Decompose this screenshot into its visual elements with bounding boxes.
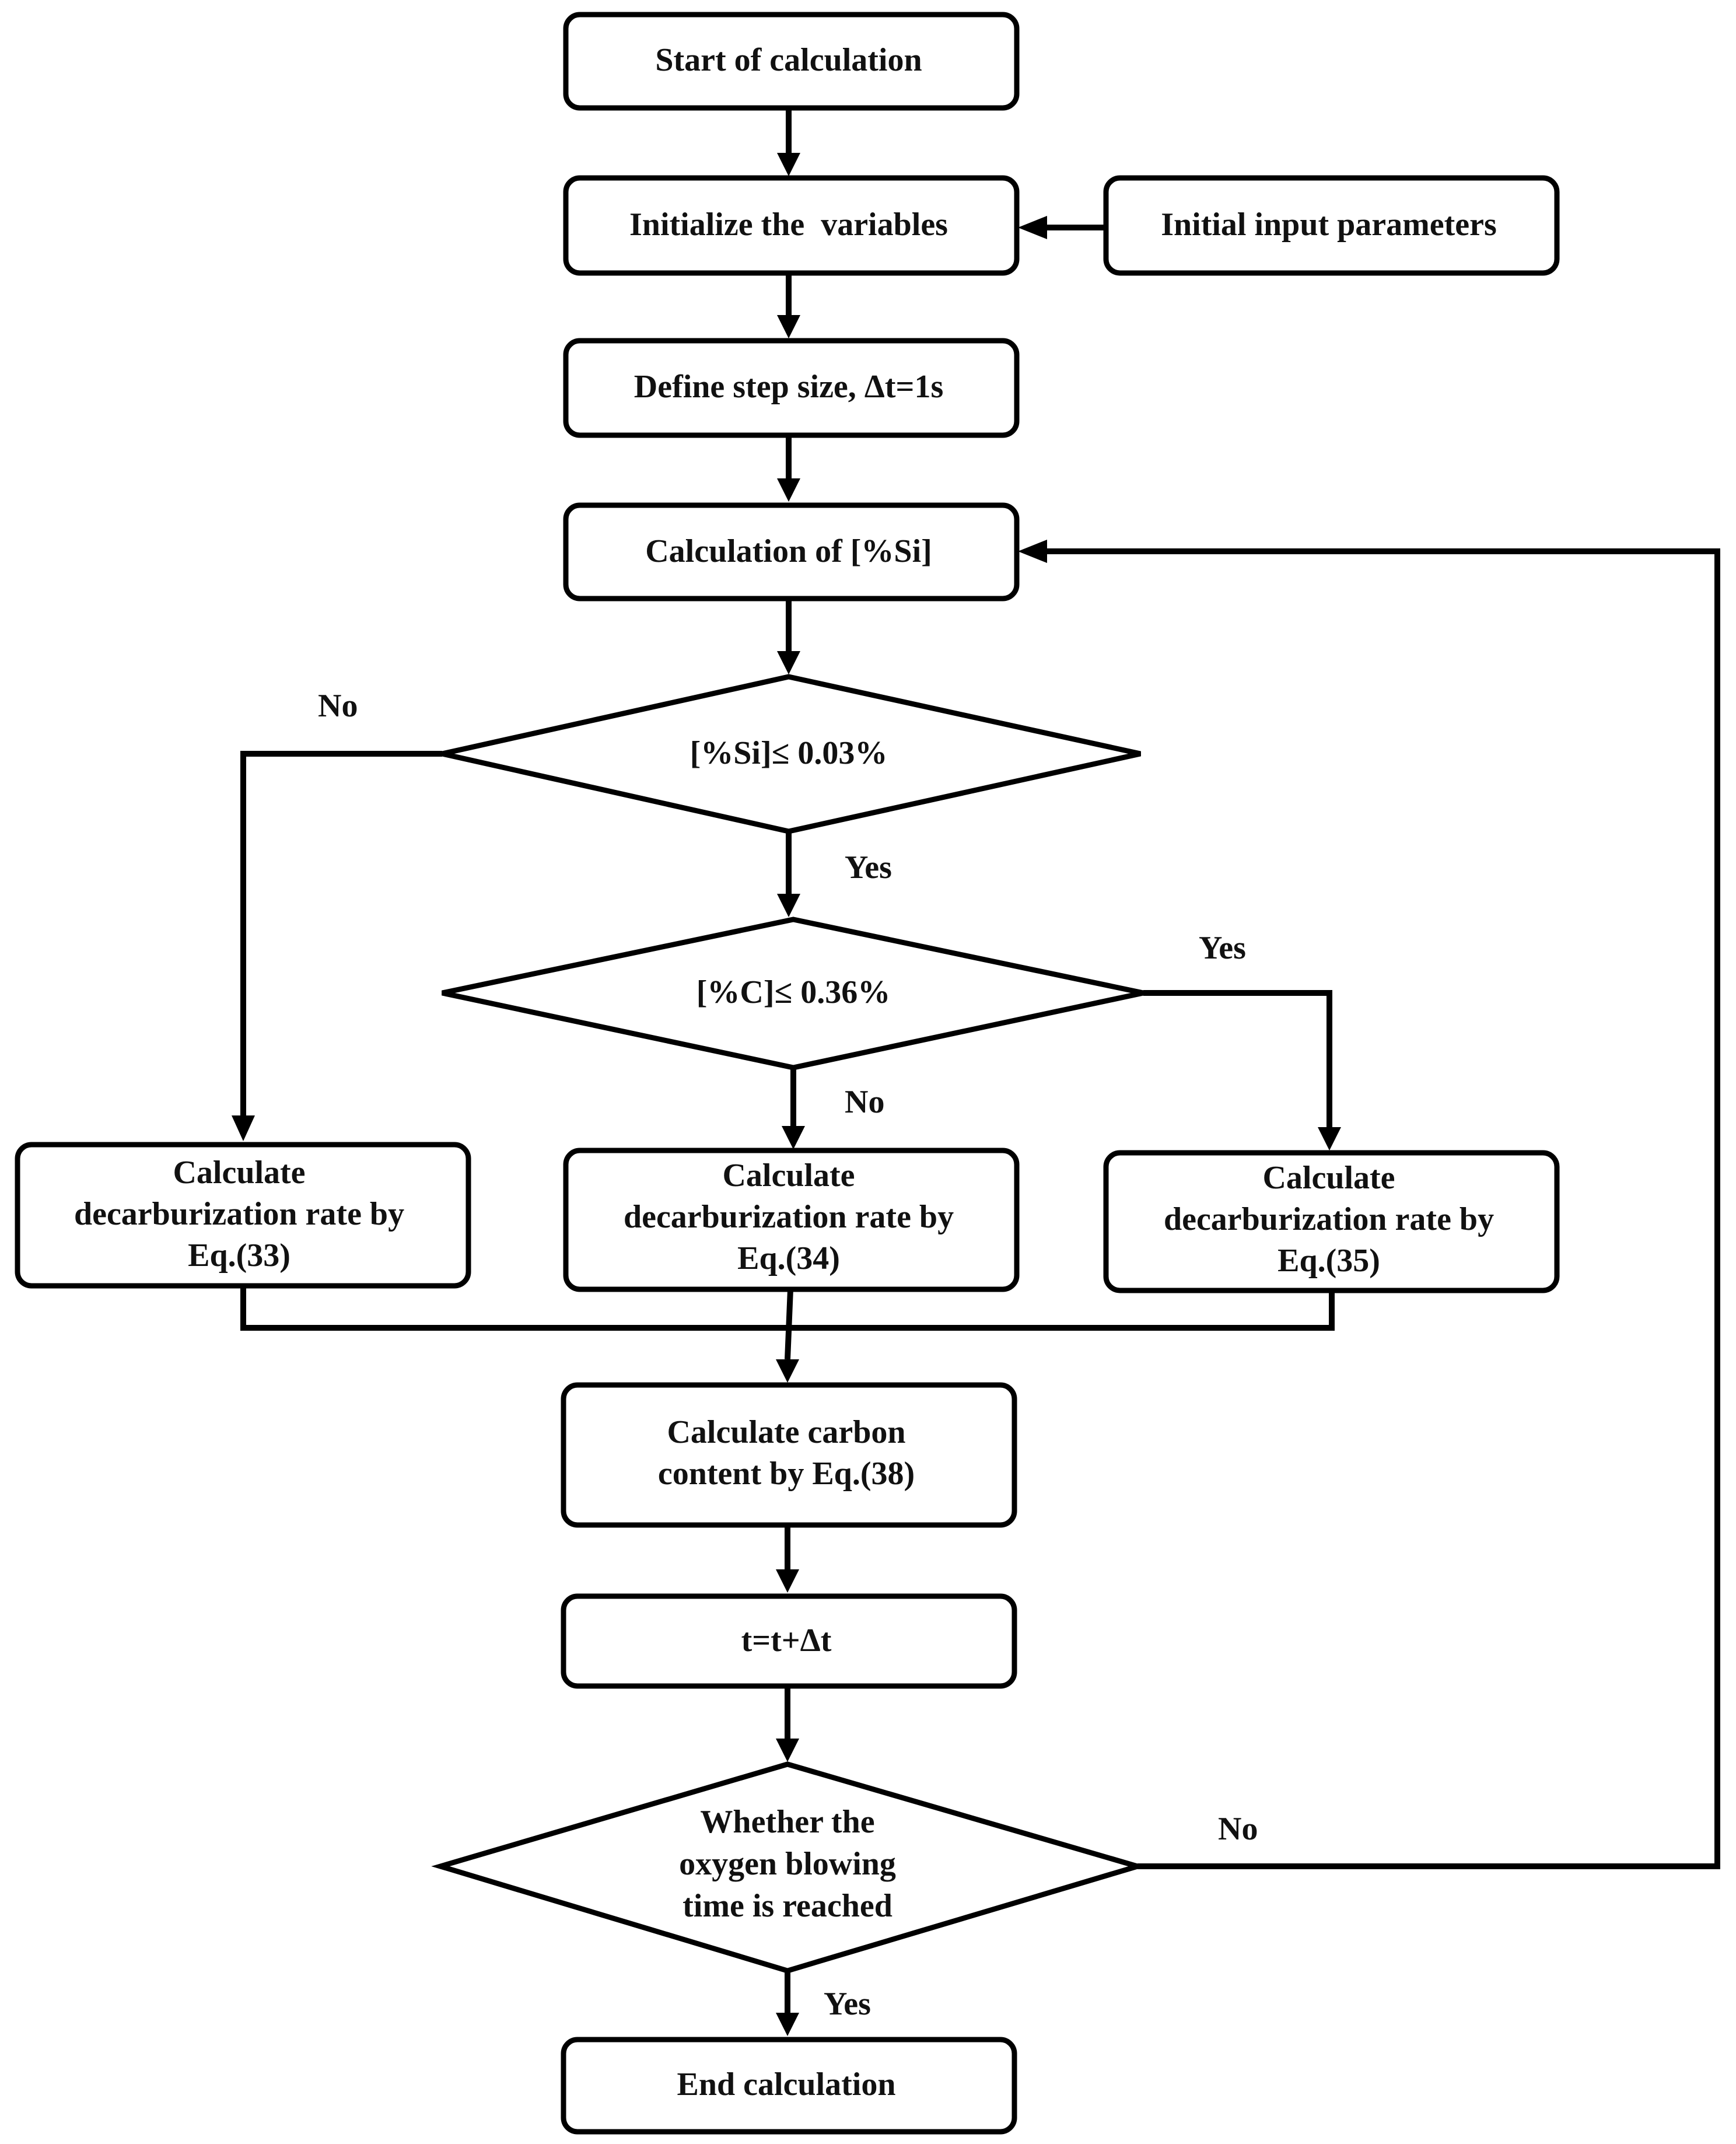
label-time-no: No (1218, 1811, 1258, 1847)
node-rate-eq35: Calculate decarburization rate by Eq.(35… (1103, 1150, 1560, 1293)
decision-time-line1: Whether the (700, 1804, 874, 1840)
decision-c-label: [%C]≤ 0.36% (696, 974, 890, 1010)
node-rate-eq34: Calculate decarburization rate by Eq.(34… (563, 1148, 1020, 1292)
node-rate-eq33-line1: Calculate (173, 1155, 305, 1191)
node-rate-eq33: Calculate decarburization rate by Eq.(33… (15, 1142, 471, 1289)
node-end: End calculation (561, 2037, 1017, 2135)
edge-checksi-no (240, 751, 442, 1115)
node-end-label: End calculation (677, 2066, 896, 2103)
node-time-step: t=t+Δt (561, 1593, 1017, 1689)
edge-checkc-yes (1143, 990, 1332, 1127)
arrowhead (777, 153, 800, 176)
decision-time-line2: oxygen blowing (679, 1846, 896, 1882)
branch-labels: No Yes Yes No No Yes (318, 688, 1258, 2022)
node-start-label: Start of calculation (655, 42, 922, 78)
edge-rate34-merge (785, 1289, 793, 1360)
arrowhead (776, 2013, 799, 2036)
label-c-yes: Yes (1199, 930, 1246, 966)
arrowhead (1018, 216, 1047, 239)
arrowhead (777, 315, 800, 338)
node-carbon-content: Calculate carbon content by Eq.(38) (561, 1382, 1017, 1528)
arrowhead (1318, 1127, 1341, 1150)
arrowhead (782, 1126, 805, 1149)
decision-c: [%C]≤ 0.36% (442, 917, 1144, 1071)
node-rate-eq35-line3: Eq.(35) (1278, 1243, 1380, 1279)
decision-si-label: [%Si]≤ 0.03% (690, 735, 888, 771)
node-calc-si: Calculation of [%Si] (563, 502, 1020, 601)
node-initialize-label: Initialize the variables (629, 207, 948, 243)
node-rate-eq35-line2: decarburization rate by (1164, 1201, 1494, 1237)
arrowhead (777, 478, 800, 502)
node-initialize: Initialize the variables (563, 175, 1020, 276)
decision-time: Whether the oxygen blowing time is reach… (431, 1761, 1147, 1974)
decision-si: [%Si]≤ 0.03% (442, 674, 1141, 834)
node-input-parameters-label: Initial input parameters (1161, 207, 1497, 243)
node-time-step-label: t=t+Δt (741, 1622, 832, 1659)
node-calc-si-label: Calculation of [%Si] (645, 533, 932, 569)
node-input-parameters: Initial input parameters (1103, 175, 1560, 276)
node-rate-eq33-line3: Eq.(33) (188, 1237, 290, 1274)
decision-time-line3: time is reached (682, 1888, 892, 1924)
label-c-no: No (845, 1084, 884, 1120)
node-rate-eq35-line1: Calculate (1262, 1160, 1395, 1196)
arrowhead (777, 894, 800, 917)
label-si-no: No (318, 688, 358, 724)
arrowhead (776, 1359, 799, 1383)
node-step-size-label: Define step size, Δt=1s (634, 369, 943, 405)
node-carbon-content-line1: Calculate carbon (667, 1414, 905, 1450)
connectors (232, 108, 1720, 2036)
arrowhead (776, 1739, 799, 1762)
node-start: Start of calculation (563, 12, 1020, 111)
arrowhead (1018, 540, 1047, 563)
node-rate-eq33-line2: decarburization rate by (74, 1196, 404, 1232)
node-carbon-content-line2: content by Eq.(38) (658, 1456, 915, 1492)
arrowhead (232, 1115, 255, 1141)
arrowhead (777, 651, 800, 674)
arrowhead (776, 1569, 799, 1593)
edge-checktime-no (1047, 548, 1720, 1869)
label-time-yes: Yes (824, 1986, 871, 2022)
node-rate-eq34-line2: decarburization rate by (624, 1199, 954, 1235)
node-step-size: Define step size, Δt=1s (563, 338, 1020, 438)
label-si-yes: Yes (845, 849, 892, 886)
node-rate-eq34-line1: Calculate (722, 1157, 855, 1194)
node-rate-eq34-line3: Eq.(34) (737, 1240, 840, 1276)
